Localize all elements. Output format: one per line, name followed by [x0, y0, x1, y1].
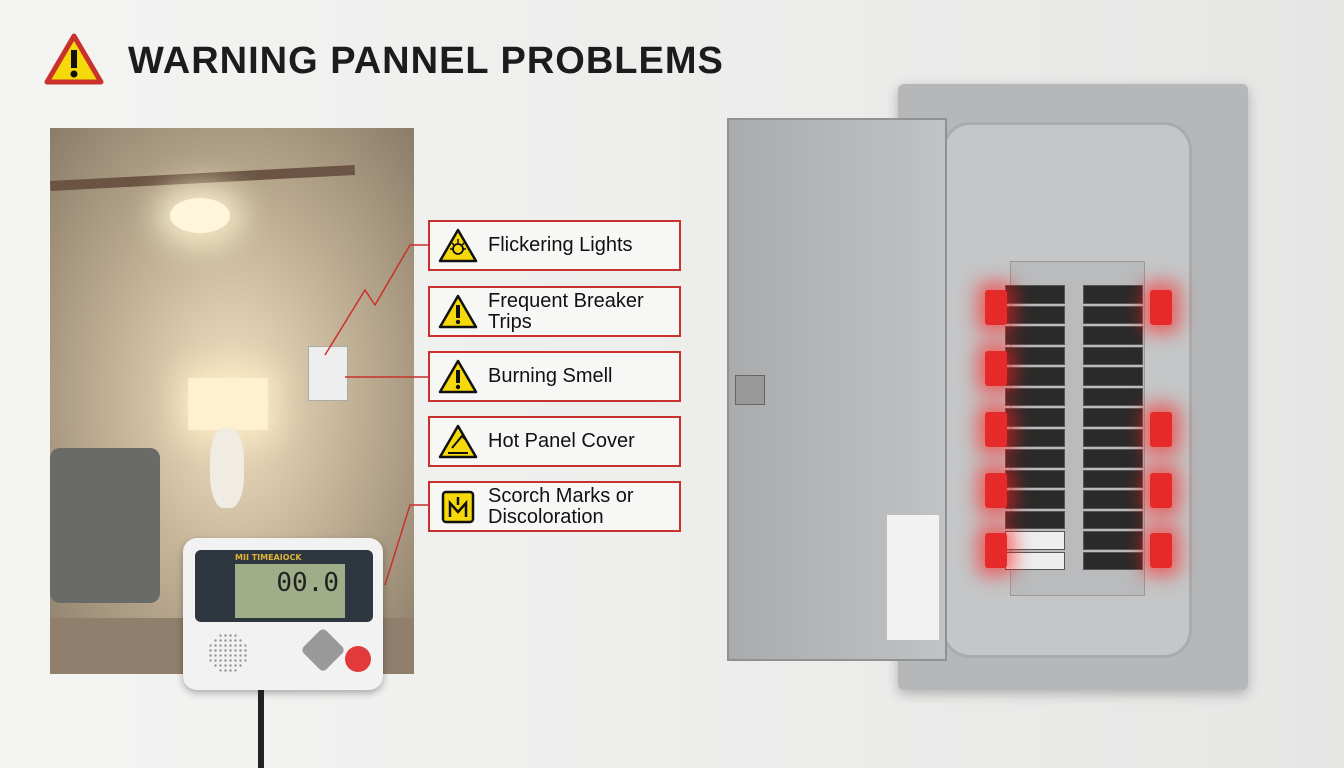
flickering-light-icon: [438, 228, 478, 262]
warning-card-flickering-lights: Flickering Lights: [428, 220, 681, 271]
electrical-panel: [898, 84, 1248, 690]
overheating-glow: [985, 290, 1007, 325]
warning-triangle-icon: [44, 33, 104, 85]
exclamation-warning-icon: [438, 294, 478, 328]
hot-surface-icon: [438, 424, 478, 458]
meter-brand: MII TIMEAIOCK: [235, 553, 302, 562]
warning-label: Hot Panel Cover: [488, 430, 635, 452]
exclamation-warning-icon: [438, 359, 478, 393]
page-title: WARNING PANNEL PROBLEMS: [128, 40, 724, 82]
warning-label: Frequent Breaker Trips: [488, 289, 644, 333]
door-latch[interactable]: [735, 375, 765, 405]
ceiling-fan-icon: [50, 165, 356, 191]
scorch-mark-icon: [441, 490, 475, 523]
meter-reading: 00.0: [235, 564, 345, 618]
sofa: [50, 448, 160, 603]
panel-door[interactable]: [727, 118, 947, 661]
warning-label: Burning Smell: [488, 365, 613, 387]
wall-outlet: [308, 346, 348, 401]
red-button[interactable]: [345, 646, 371, 672]
dpad-button[interactable]: [300, 627, 346, 673]
warning-card-hot-panel-cover: Hot Panel Cover: [428, 416, 681, 467]
voltage-monitor-device: MII TIMEAIOCK 00.0: [183, 538, 383, 690]
warning-card-scorch-marks: Scorch Marks or Discoloration: [428, 481, 681, 532]
warning-label: Flickering Lights: [488, 234, 633, 256]
speaker-grille: [208, 633, 248, 673]
breaker-column-left: [1005, 285, 1065, 570]
lamp-icon: [188, 378, 268, 430]
warning-label: Scorch Marks or Discoloration: [488, 484, 634, 528]
power-cable: [258, 690, 264, 768]
warning-card-burning-smell: Burning Smell: [428, 351, 681, 402]
warning-card-frequent-breaker-trips: Frequent Breaker Trips: [428, 286, 681, 337]
panel-label-sticker: [887, 515, 939, 640]
breaker-column-right: [1083, 285, 1143, 570]
connector-lines: [324, 244, 428, 586]
